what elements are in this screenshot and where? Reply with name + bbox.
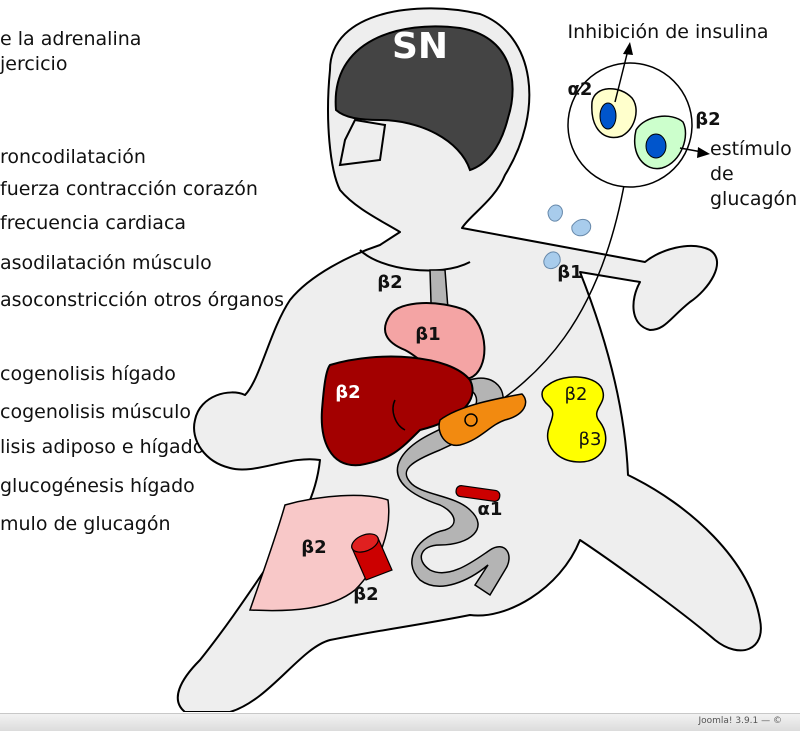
- beta-nucleus: [645, 133, 667, 159]
- pancreas-node: [464, 413, 478, 427]
- adrenaline-body-diagram: SN β2 β1 β1 β2 β2 β3 α1 β2 β2 α2 β2: [176, 7, 797, 712]
- lung-beta1-label: β1: [557, 262, 582, 283]
- header-line-2: jercicio: [0, 53, 68, 75]
- arrow-glucagon-stimulus: [679, 147, 710, 158]
- insulin-inhibition-label: Inhibición de insulina: [567, 21, 768, 43]
- skeletal-muscle: [248, 494, 390, 612]
- sn-label: SN: [392, 26, 448, 67]
- vessel-alpha1: [455, 485, 501, 502]
- effect-muscle-vasodilation: asodilatación músculo: [0, 252, 212, 274]
- effect-heart-contraction: fuerza contracción corazón: [0, 178, 258, 200]
- effect-lipolysis: lisis adiposo e hígado: [0, 436, 205, 458]
- liver-fold: [392, 399, 406, 431]
- alpha-nucleus: [599, 102, 617, 130]
- effect-glucagon-stimulus: mulo de glucagón: [0, 513, 171, 535]
- arrow-insulin-inhibition: [614, 42, 633, 103]
- page-footer-bar: Joomla! 3.9.1 — ©: [0, 713, 800, 731]
- adipose-tissue: [541, 376, 607, 463]
- header-line-1: e la adrenalina: [0, 28, 142, 50]
- lung-drop-1: [547, 204, 563, 222]
- liver-beta2-label: β2: [335, 382, 360, 403]
- footer-version-text: Joomla! 3.9.1 — ©: [698, 716, 782, 726]
- effect-vasoconstriction: asoconstricción otros órganos: [0, 289, 284, 311]
- glucagon-stim-line-3: glucagón: [710, 188, 797, 210]
- muscle-beta2-label: β2: [301, 537, 326, 558]
- effect-gluconeogenesis: glucogénesis hígado: [0, 475, 195, 497]
- effect-heart-rate: frecuencia cardiaca: [0, 212, 187, 234]
- effect-liver-glycogenolysis: cogenolisis hígado: [0, 363, 176, 385]
- heart-beta1-label: β1: [415, 324, 440, 345]
- muscle-vessel: [351, 533, 393, 581]
- jaw-outline: [338, 118, 387, 167]
- lung-drop-2: [571, 218, 592, 237]
- islet-beta2-label: β2: [695, 109, 720, 130]
- glucagon-stim-line-2: de: [710, 163, 734, 185]
- fat-beta2-label: β2: [565, 384, 588, 405]
- heart: [384, 302, 486, 381]
- effect-bronchodilation: roncodilatación: [0, 146, 146, 168]
- alpha2-label: α2: [568, 79, 593, 100]
- fat-beta3-label: β3: [579, 429, 602, 450]
- brain-sn: [334, 25, 514, 172]
- liver: [320, 355, 474, 467]
- bronchi-beta2-label: β2: [377, 272, 402, 293]
- pancreas: [438, 393, 527, 447]
- gut: [396, 377, 510, 597]
- vessel-alpha1-label: α1: [478, 499, 503, 520]
- effect-muscle-glycogenolysis: cogenolisis músculo: [0, 401, 192, 423]
- neck-line: [359, 249, 471, 272]
- muscle-vessel-beta2-label: β2: [353, 584, 378, 605]
- glucagon-stim-line-1: estímulo: [710, 138, 792, 160]
- lung-drop-3: [543, 251, 561, 269]
